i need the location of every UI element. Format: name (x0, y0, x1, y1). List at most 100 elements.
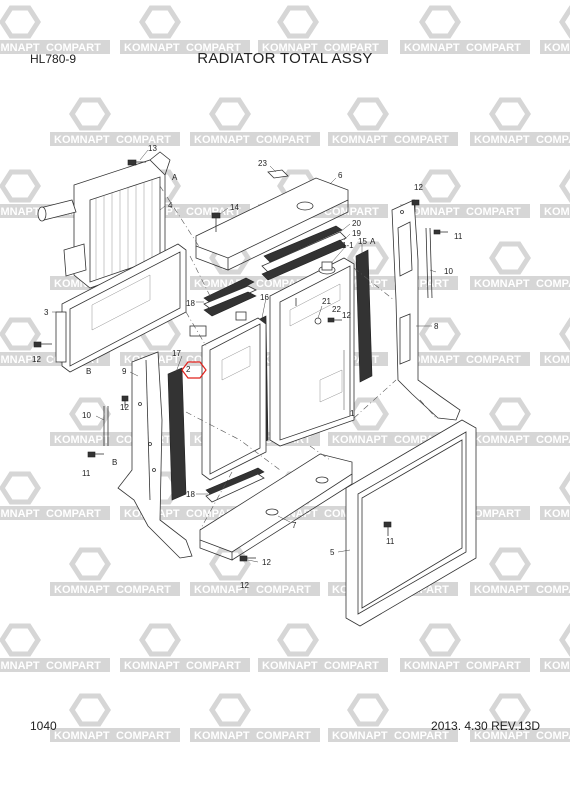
page-title: RADIATOR TOTAL ASSY (197, 50, 373, 67)
part-11-bolt-right (433, 229, 448, 235)
svg-text:COMPART: COMPART (466, 354, 521, 366)
svg-text:KOMNAPT: KOMNAPT (124, 42, 180, 54)
part-label[interactable]: 9 (122, 367, 127, 376)
svg-text:KOMNAPT: KOMNAPT (194, 730, 250, 742)
part-label[interactable]: 21 (322, 297, 331, 306)
svg-text:KOMNAPT: KOMNAPT (194, 584, 250, 596)
part-12-bolt-right (411, 199, 420, 212)
svg-text:KOMNAPT: KOMNAPT (544, 206, 570, 218)
svg-text:COMPART: COMPART (536, 278, 570, 290)
leader-lines (52, 149, 437, 563)
part-12-bolt-left (33, 341, 52, 348)
svg-text:KOMNAPT: KOMNAPT (0, 354, 40, 366)
part-label[interactable]: 12 (342, 311, 351, 320)
svg-text:COMPART: COMPART (116, 134, 171, 146)
part-label[interactable]: 19 (352, 229, 361, 238)
part-18-seal-bottom (205, 467, 265, 503)
part-label[interactable]: 18 (186, 490, 195, 499)
svg-text:COMPART: COMPART (46, 42, 101, 54)
part-label[interactable]: 10 (444, 267, 453, 276)
part-label[interactable]: 1 (350, 409, 355, 418)
part-label[interactable]: 15 (358, 237, 367, 246)
part-18-seal-top (203, 277, 257, 317)
svg-text:KOMNAPT: KOMNAPT (544, 508, 570, 520)
part-label[interactable]: 12 (120, 403, 129, 412)
part-label[interactable]: A (172, 173, 178, 182)
svg-text:COMPART: COMPART (186, 660, 241, 672)
part-label[interactable]: 6 (338, 171, 343, 180)
part-label[interactable]: 3 (44, 308, 49, 317)
svg-text:COMPART: COMPART (536, 134, 570, 146)
svg-text:COMPART: COMPART (186, 42, 241, 54)
svg-text:KOMNAPT: KOMNAPT (404, 660, 460, 672)
page-number: 1040 (30, 719, 57, 733)
part-11-bolt-frame (383, 521, 392, 536)
part-label[interactable]: 4 (168, 201, 173, 210)
part-label[interactable]: 13 (148, 144, 157, 153)
part-label[interactable]: 12 (262, 558, 271, 567)
watermark-tile: KOMNAPT COMPART (470, 693, 570, 742)
part-label[interactable]: B (112, 458, 117, 467)
part-label[interactable]: 11 (386, 537, 395, 546)
svg-text:COMPART: COMPART (324, 42, 379, 54)
part-14-bolt (211, 212, 221, 232)
part-5-frame (345, 419, 477, 627)
part-label[interactable]: 18 (186, 299, 195, 308)
part-label[interactable]: 14 (230, 203, 239, 212)
part-label[interactable]: 23 (258, 159, 267, 168)
part-label[interactable]: 20 (352, 219, 361, 228)
svg-text:KOMNAPT: KOMNAPT (332, 134, 388, 146)
svg-text:KOMNAPT: KOMNAPT (544, 354, 570, 366)
watermark-tile: KOMNAPT COMPART (190, 97, 320, 146)
part-label[interactable]: 1-1 (342, 241, 354, 250)
part-20-19-seals (261, 225, 347, 281)
part-label[interactable]: 12 (32, 355, 41, 364)
part-label[interactable]: 16 (260, 293, 269, 302)
part-label[interactable]: B (86, 367, 91, 376)
part-label[interactable]: 12 (240, 581, 249, 590)
part-15-side-seal (355, 249, 373, 383)
svg-text:COMPART: COMPART (536, 730, 570, 742)
part-label[interactable]: 7 (292, 521, 297, 530)
svg-text:COMPART: COMPART (116, 584, 171, 596)
svg-text:KOMNAPT: KOMNAPT (0, 660, 40, 672)
svg-text:KOMNAPT: KOMNAPT (194, 134, 250, 146)
svg-text:KOMNAPT: KOMNAPT (474, 584, 530, 596)
part-label[interactable]: 10 (82, 411, 91, 420)
part-label[interactable]: 8 (434, 322, 439, 331)
svg-text:COMPART: COMPART (394, 730, 449, 742)
part-label-group: 13 A 4 3 12 B 23 6 14 18 12 20 19 1-1 15… (32, 144, 463, 590)
svg-text:COMPART: COMPART (536, 434, 570, 446)
svg-text:COMPART: COMPART (186, 206, 241, 218)
part-label[interactable]: 11 (82, 469, 91, 478)
part-label[interactable]: 5 (330, 548, 335, 557)
part-label[interactable]: 2 (186, 365, 191, 374)
svg-text:KOMNAPT: KOMNAPT (262, 42, 318, 54)
svg-text:COMPART: COMPART (256, 730, 311, 742)
svg-text:KOMNAPT: KOMNAPT (544, 42, 570, 54)
part-10-left-rod (103, 406, 109, 446)
part-6-top-shroud (195, 169, 349, 271)
svg-text:KOMNAPT: KOMNAPT (0, 42, 40, 54)
part-label[interactable]: 17 (172, 349, 181, 358)
watermark-tile: KOMNAPT COMPART (0, 5, 110, 54)
part-label[interactable]: 12 (414, 183, 423, 192)
svg-text:COMPART: COMPART (256, 134, 311, 146)
part-label[interactable]: 11 (454, 232, 463, 241)
part-label[interactable]: 22 (332, 305, 341, 314)
part-9-left-bracket (117, 351, 193, 559)
part-label[interactable]: A (370, 237, 376, 246)
svg-text:KOMNAPT: KOMNAPT (474, 730, 530, 742)
part-17-seal (167, 367, 187, 501)
svg-text:KOMNAPT: KOMNAPT (0, 508, 40, 520)
